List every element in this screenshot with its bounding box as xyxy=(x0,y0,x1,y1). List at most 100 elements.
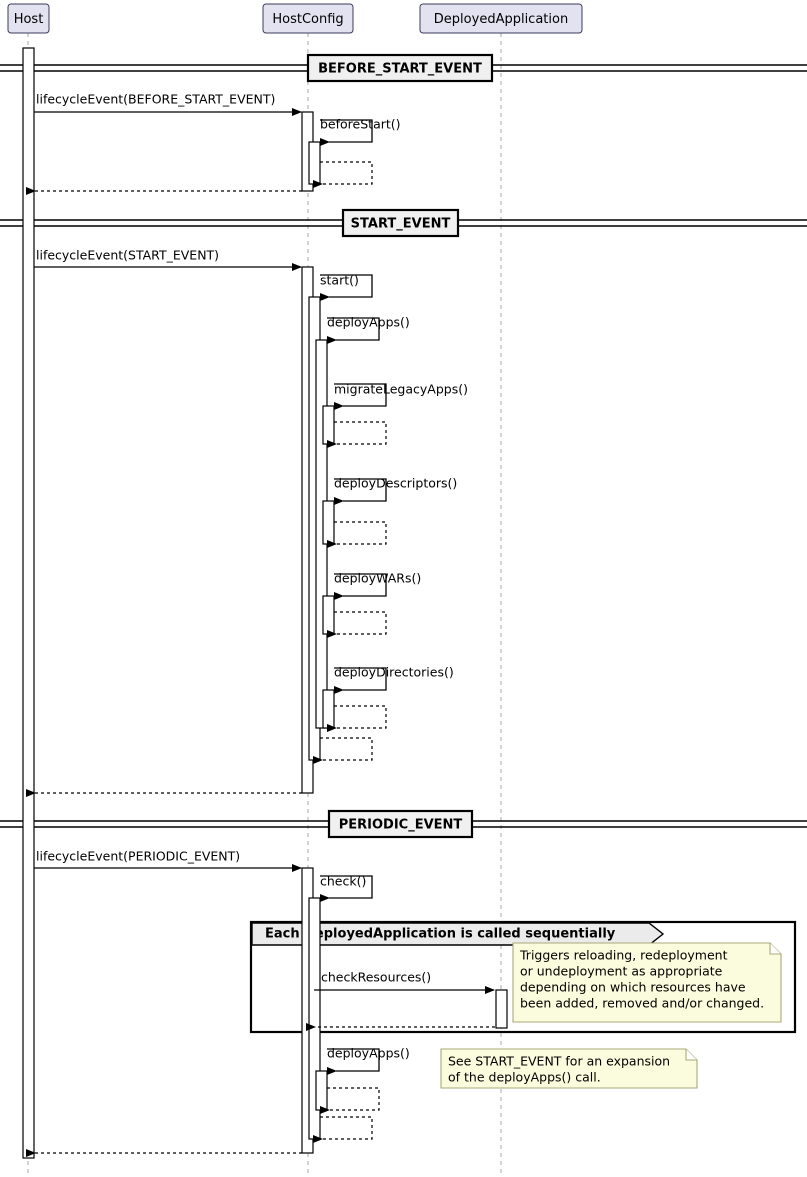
self-call-arrow xyxy=(320,119,373,146)
divider-box xyxy=(306,53,494,83)
activation-bar-hostconfig xyxy=(322,595,335,635)
message-m18: lifecycleEvent(PERIODIC_EVENT) xyxy=(34,849,302,872)
participant-deployedapp[interactable]: DeployedApplication xyxy=(419,3,583,34)
group-label: Each DeployedApplication is called seque… xyxy=(265,927,616,942)
divider-label: BEFORE_START_EVENT xyxy=(318,62,482,77)
divider-box xyxy=(327,809,474,839)
self-call-arrow xyxy=(334,383,387,410)
divider-label: START_EVENT xyxy=(351,217,451,232)
message-m22: deployApps() xyxy=(327,1046,410,1075)
activation-bar-hostconfig xyxy=(322,500,335,545)
participant-box[interactable] xyxy=(419,3,583,34)
note-fold-corner xyxy=(769,943,781,955)
note-body xyxy=(512,942,782,1023)
message-label: deployApps() xyxy=(327,315,410,330)
message-m2: beforeStart() xyxy=(320,117,401,146)
message-label: deployDescriptors() xyxy=(334,476,457,491)
divider-start: START_EVENT xyxy=(0,208,807,238)
message-label: checkResources() xyxy=(321,970,431,985)
messages-layer: lifecycleEvent(BEFORE_START_EVENT)before… xyxy=(26,92,495,1157)
participant-hostconfig[interactable]: HostConfig xyxy=(262,3,354,34)
self-call-arrow xyxy=(327,1048,380,1075)
activation-bar-hostconfig xyxy=(308,141,321,185)
message-m7: deployApps() xyxy=(327,315,410,344)
message-m12: deployWARs() xyxy=(334,571,421,600)
message-m20: checkResources() xyxy=(314,970,495,994)
self-return-arrow xyxy=(320,1087,380,1114)
group-frame xyxy=(249,920,797,1034)
self-call-arrow xyxy=(334,573,387,600)
message-m24 xyxy=(313,1116,373,1143)
group-each-deployedapplication: Each DeployedApplication is called seque… xyxy=(249,920,797,1034)
participant-label: DeployedApplication xyxy=(434,12,568,27)
note-line: been added, removed and/or changed. xyxy=(520,996,764,1011)
message-m19: check() xyxy=(320,874,373,902)
self-call-arrow xyxy=(334,478,387,505)
group-tab xyxy=(251,922,665,946)
message-m15 xyxy=(327,705,387,732)
message-label: check() xyxy=(320,874,366,889)
message-m5: lifecycleEvent(START_EVENT) xyxy=(34,248,302,271)
self-return-arrow xyxy=(313,737,373,764)
divider-label: PERIODIC_EVENT xyxy=(339,818,463,833)
message-label: lifecycleEvent(START_EVENT) xyxy=(36,248,219,263)
message-m1: lifecycleEvent(BEFORE_START_EVENT) xyxy=(34,92,302,116)
groups-layer: Each DeployedApplication is called seque… xyxy=(249,920,797,1034)
self-return-arrow xyxy=(327,611,387,638)
message-m16 xyxy=(313,737,373,764)
participant-box[interactable] xyxy=(7,3,50,34)
note-line: of the deployApps() call. xyxy=(448,1070,601,1085)
participant-box[interactable] xyxy=(262,3,354,34)
message-label: start() xyxy=(320,273,359,288)
participants-layer: Host HostConfig DeployedApplication xyxy=(7,3,583,34)
self-call-arrow xyxy=(327,317,380,344)
self-call-arrow xyxy=(320,875,373,902)
message-m10: deployDescriptors() xyxy=(334,476,457,505)
message-m14: deployDirectories() xyxy=(334,665,454,694)
activations-layer xyxy=(22,47,508,1159)
divider-box xyxy=(341,208,460,238)
message-m6: start() xyxy=(320,273,373,301)
self-return-arrow xyxy=(327,705,387,732)
activation-bar-hostconfig xyxy=(315,1070,328,1111)
self-call-arrow xyxy=(334,667,387,694)
note-line: See START_EVENT for an expansion xyxy=(448,1054,670,1069)
message-m23 xyxy=(320,1087,380,1114)
activation-bar-deployedapp xyxy=(495,989,508,1029)
self-return-arrow xyxy=(327,421,387,448)
self-return-arrow xyxy=(327,521,387,548)
note-line: Triggers reloading, redeployment xyxy=(519,948,728,963)
note-body xyxy=(440,1048,698,1089)
self-return-arrow xyxy=(313,161,373,188)
lifelines-layer xyxy=(27,33,502,1173)
dividers-layer: BEFORE_START_EVENT START_EVENT PERIODIC_EV… xyxy=(0,53,807,839)
participant-label: HostConfig xyxy=(272,12,343,27)
participant-label: Host xyxy=(14,12,44,27)
self-return-arrow xyxy=(313,1116,373,1143)
message-label: deployWARs() xyxy=(334,571,421,586)
note-line: or undeployment as appropriate xyxy=(520,964,723,979)
message-label: lifecycleEvent(PERIODIC_EVENT) xyxy=(36,849,240,864)
message-m9 xyxy=(327,421,387,448)
message-m8: migrateLegacyApps() xyxy=(334,382,468,410)
message-label: lifecycleEvent(BEFORE_START_EVENT) xyxy=(36,92,275,107)
message-label: deployDirectories() xyxy=(334,665,454,680)
note-fold-corner xyxy=(685,1049,697,1061)
message-m13 xyxy=(327,611,387,638)
message-label: deployApps() xyxy=(327,1046,410,1061)
activation-bar-hostconfig xyxy=(322,689,335,729)
activation-bar-host xyxy=(22,47,35,1159)
divider-before-start: BEFORE_START_EVENT xyxy=(0,53,807,83)
participant-host[interactable]: Host xyxy=(7,3,50,34)
message-m11 xyxy=(327,521,387,548)
self-call-arrow xyxy=(320,274,373,301)
message-m3 xyxy=(313,161,373,188)
message-label: migrateLegacyApps() xyxy=(334,382,468,397)
message-label: beforeStart() xyxy=(320,117,401,132)
divider-periodic: PERIODIC_EVENT xyxy=(0,809,807,839)
